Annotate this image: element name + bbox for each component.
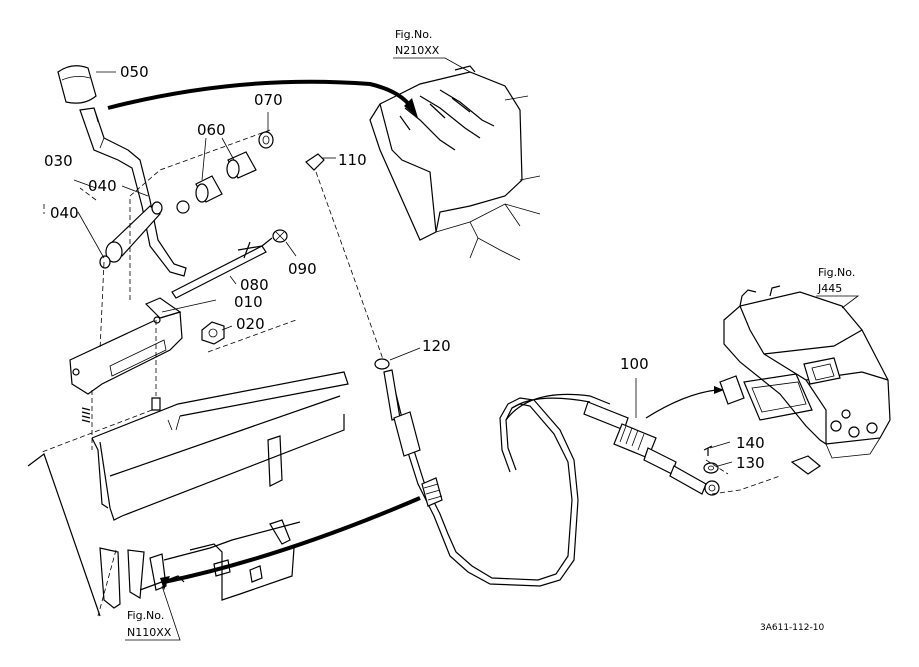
callout-070: 070	[254, 91, 283, 109]
fig-ref-right-code: J445	[817, 282, 842, 295]
drawing-code: 3A611-112-10	[760, 623, 824, 633]
alignment-lines	[41, 129, 385, 617]
cable-end-fitting-100	[583, 401, 720, 496]
callout-100: 100	[620, 355, 649, 373]
cable-end-fitting-120	[374, 358, 443, 507]
chassis-frame	[27, 371, 349, 617]
fig-ref-bottom-code: N110XX	[127, 626, 172, 639]
fig-ref-bottom: Fig.No. N110XX	[125, 585, 181, 641]
hex-nut	[201, 321, 225, 345]
washer-pin	[703, 445, 719, 474]
callout-labels: 050 070 060 030 040 040 110 090 080 010 …	[44, 63, 765, 472]
fig-ref-right-label: Fig.No.	[818, 266, 855, 279]
lever-arm	[99, 201, 163, 269]
callout-020: 020	[236, 315, 265, 333]
leader-lines	[73, 71, 733, 467]
callout-120: 120	[422, 337, 451, 355]
lever-knob	[57, 65, 97, 104]
fig-ref-right: Fig.No. J445	[816, 266, 860, 309]
callout-040-lower: 040	[50, 204, 79, 222]
fig-ref-top-code: N210XX	[395, 44, 440, 57]
callout-030: 030	[44, 152, 73, 170]
shift-lever	[79, 107, 187, 277]
retaining-clip	[305, 153, 325, 171]
console-housing	[369, 65, 541, 261]
fig-ref-top: Fig.No. N210XX	[393, 28, 471, 73]
fig-ref-bottom-label: Fig.No.	[127, 609, 164, 622]
callout-060: 060	[197, 121, 226, 139]
transmission-block	[719, 285, 891, 475]
control-cable	[383, 369, 611, 587]
bolt	[272, 229, 288, 243]
callout-130: 130	[736, 454, 765, 472]
bushing-set	[176, 131, 274, 214]
callout-040-upper: 040	[88, 177, 117, 195]
pivot-shaft	[171, 237, 273, 299]
callout-080: 080	[240, 276, 269, 294]
mounting-bracket	[69, 297, 183, 395]
callout-090: 090	[288, 260, 317, 278]
callout-140: 140	[736, 434, 765, 452]
callout-050: 050	[120, 63, 149, 81]
callout-110: 110	[338, 151, 367, 169]
dash-links-right	[705, 459, 781, 495]
callout-010: 010	[234, 293, 263, 311]
fig-ref-top-label: Fig.No.	[395, 28, 432, 41]
spring-pin	[81, 397, 161, 423]
reference-arrows	[107, 79, 724, 590]
